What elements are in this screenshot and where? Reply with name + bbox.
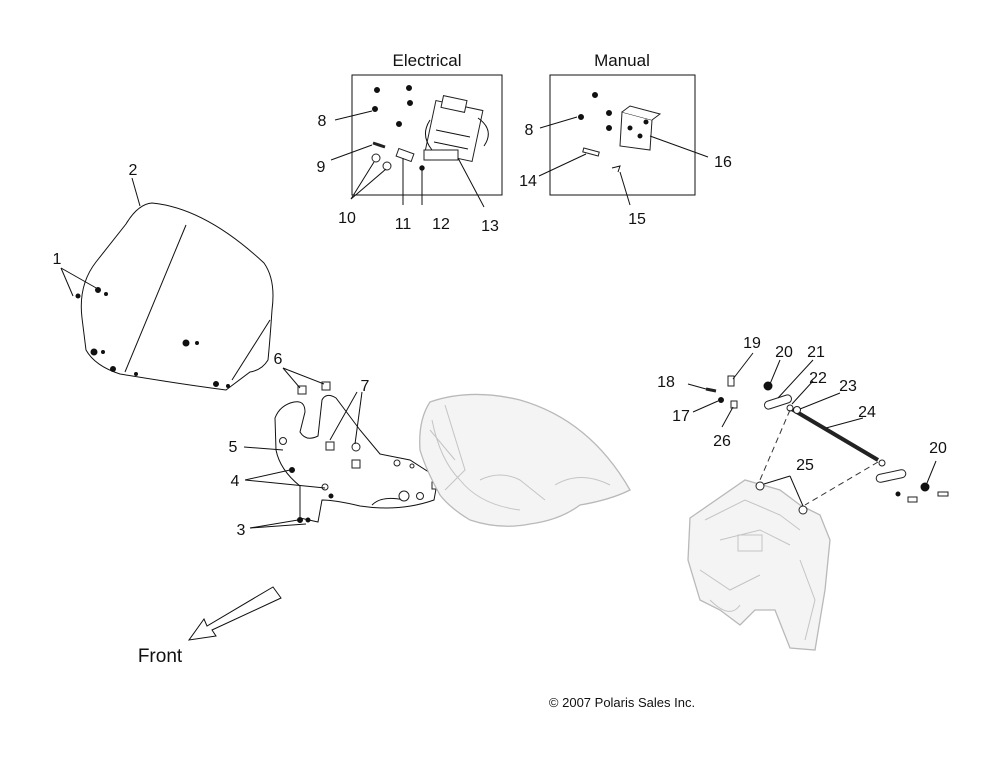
pin-19 xyxy=(727,375,735,387)
callout-23: 23 xyxy=(839,378,857,395)
link-lower xyxy=(875,469,907,483)
arrow-icon xyxy=(187,586,282,641)
clip-11 xyxy=(395,147,415,163)
callout-1: 1 xyxy=(53,251,62,268)
callout-17: 17 xyxy=(672,408,690,425)
spring-20b xyxy=(920,482,930,492)
bushing-25a xyxy=(755,481,765,491)
callout-7: 7 xyxy=(361,378,370,395)
link-21 xyxy=(763,394,793,410)
bolt-18 xyxy=(705,387,717,393)
frame-ghost xyxy=(687,479,831,651)
leader-lines xyxy=(60,110,937,529)
shaft-24 xyxy=(788,406,880,462)
washer-12 xyxy=(419,165,425,171)
front-arrow: Front xyxy=(138,586,282,667)
nut-10a xyxy=(371,153,381,163)
hood-ghost xyxy=(419,393,631,527)
callout-25: 25 xyxy=(796,457,814,474)
callout-24: 24 xyxy=(858,404,876,421)
grommets-6 xyxy=(297,381,331,395)
callout-16: 16 xyxy=(714,154,732,171)
callout-14: 14 xyxy=(519,173,537,190)
washer-23 xyxy=(793,406,801,414)
callout-labels: 8 9 10 11 12 13 8 14 15 16 2 1 6 7 5 4 3… xyxy=(53,113,947,539)
manual-box xyxy=(549,74,696,196)
callout-19: 19 xyxy=(743,335,761,352)
callout-2: 2 xyxy=(129,162,138,179)
callout-8-electrical: 8 xyxy=(318,113,327,130)
callout-10: 10 xyxy=(338,210,356,227)
copyright-text: © 2007 Polaris Sales Inc. xyxy=(549,695,695,710)
manual-inset: Manual xyxy=(549,51,696,196)
callout-20-upper: 20 xyxy=(775,344,793,361)
callout-12: 12 xyxy=(432,216,450,233)
callout-18: 18 xyxy=(657,374,675,391)
pin-14 xyxy=(582,147,600,157)
callout-8-manual: 8 xyxy=(525,122,534,139)
callout-5: 5 xyxy=(229,439,238,456)
callout-4: 4 xyxy=(231,473,240,490)
steering-parts xyxy=(705,375,949,515)
electrical-inset: Electrical xyxy=(351,51,503,196)
motor-13 xyxy=(423,95,489,163)
callout-13: 13 xyxy=(481,218,499,235)
callout-21: 21 xyxy=(807,344,825,361)
electrical-box xyxy=(351,74,503,196)
electrical-heading: Electrical xyxy=(393,51,462,70)
callout-26: 26 xyxy=(713,433,731,450)
windshield-2 xyxy=(75,202,274,391)
clip-15 xyxy=(611,165,621,173)
callout-20-lower: 20 xyxy=(929,440,947,457)
electrical-screws xyxy=(372,85,413,127)
manual-screws xyxy=(578,92,612,131)
callout-6: 6 xyxy=(274,351,283,368)
bracket-5 xyxy=(274,394,440,523)
callout-15: 15 xyxy=(628,211,646,228)
callout-11: 11 xyxy=(395,216,412,233)
bushing-26 xyxy=(730,400,738,409)
bushing-25b xyxy=(798,505,808,515)
callout-3: 3 xyxy=(237,522,246,539)
front-label: Front xyxy=(138,646,183,667)
manual-heading: Manual xyxy=(594,51,650,70)
nut-10b xyxy=(382,161,392,171)
washer-17 xyxy=(718,397,724,403)
callout-22: 22 xyxy=(809,370,827,387)
pin-9 xyxy=(372,141,386,149)
lever-16 xyxy=(619,105,662,151)
callout-9: 9 xyxy=(317,159,326,176)
